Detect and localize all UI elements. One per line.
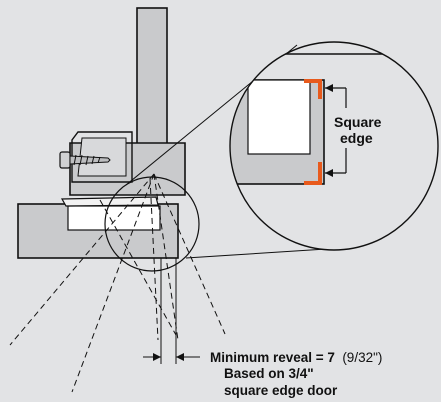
reveal-note-line1: Minimum reveal = 7 (9/32") [210,350,382,365]
callout-bracket [325,84,347,177]
magnifier-tangent-bottom [185,247,343,259]
cabinet-side-panel [136,7,168,164]
reveal-note-line2: Based on 3/4" [224,366,314,381]
door-swing-lines [9,173,226,393]
reveal-dimension [143,258,200,364]
square-edge-label-line2: edge [340,130,373,146]
reveal-note-line3: square edge door [224,383,338,398]
hinge-mount-bracket [71,131,133,183]
square-edge-label-line1: Square [334,114,382,130]
detail-closeup [230,53,438,185]
screw-icon [59,151,111,169]
detail-circle-outline [229,41,439,251]
square-edge-marker-top [304,79,322,99]
hinge-cup [67,205,161,231]
hinge-arm [60,196,159,207]
square-edge-marker-bottom [304,162,322,185]
